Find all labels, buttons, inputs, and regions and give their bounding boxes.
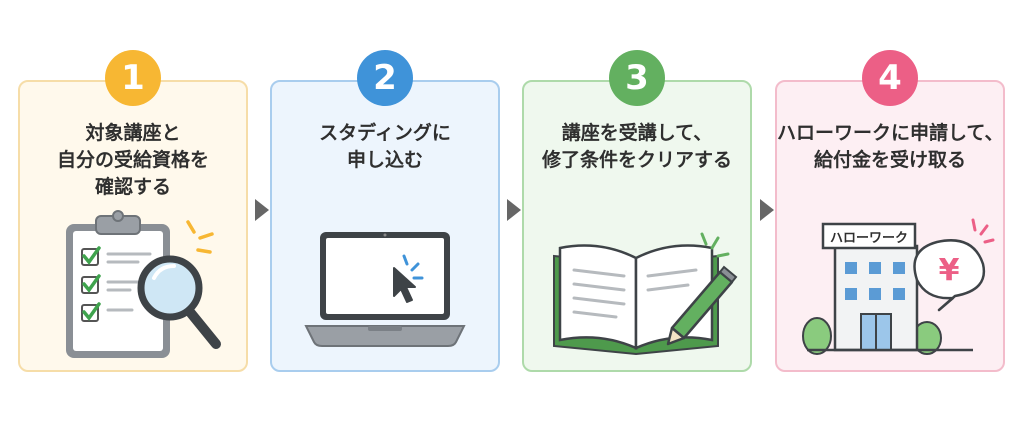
step-3-title-line-1: 講座を受講して、 (561, 122, 713, 144)
magnifying-glass-icon (137, 255, 221, 349)
open-book-icon (553, 232, 738, 356)
step-arrow-icon (507, 199, 521, 221)
pencil-icon (666, 265, 738, 346)
step-4-number-badge: 4 (862, 50, 918, 106)
step-4-title-line-2: 給付金を受け取る (813, 149, 966, 171)
step-3-card: 講座を受講して、 修了条件をクリアする (522, 80, 752, 372)
step-arrow-icon (760, 199, 774, 221)
step-2-card: スタディングに 申し込む (270, 80, 500, 372)
step-4-title-line-1: ハローワークに申請して、 (777, 122, 1004, 144)
building-sign-label: ハローワーク (830, 231, 908, 246)
step-1-title-line-1: 対象講座と (85, 122, 181, 144)
cursor-icon (393, 267, 416, 303)
step-4-card: ハローワークに申請して、 給付金を受け取る ハローワーク ¥ (775, 80, 1005, 372)
checkbox-icon (81, 246, 101, 322)
step-1-title-line-2: 自分の受給資格を (56, 149, 209, 171)
step-3-title: 講座を受講して、 修了条件をクリアする (524, 120, 750, 174)
yen-speech-bubble-icon: ¥ (913, 239, 986, 312)
step-2-number-badge: 2 (357, 50, 413, 106)
yen-symbol: ¥ (939, 253, 960, 288)
clipboard-checklist-icon (66, 210, 221, 358)
step-4-title: ハローワークに申請して、 給付金を受け取る (777, 120, 1003, 174)
step-1-title: 対象講座と 自分の受給資格を 確認する (20, 120, 246, 201)
step-3-title-line-2: 修了条件をクリアする (541, 149, 732, 171)
step-arrow-icon (255, 199, 269, 221)
step-1-number-badge: 1 (105, 50, 161, 106)
step-3-number-badge: 3 (609, 50, 665, 106)
laptop-icon (304, 232, 466, 347)
step-1-card: 対象講座と 自分の受給資格を 確認する (18, 80, 248, 372)
step-2-title: スタディングに 申し込む (272, 120, 498, 174)
step-1-title-line-3: 確認する (94, 176, 171, 198)
step-2-title-line-2: 申し込む (346, 149, 423, 171)
step-2-title-line-1: スタディングに (319, 122, 451, 144)
hello-work-building-icon: ハローワーク ¥ (802, 218, 995, 355)
